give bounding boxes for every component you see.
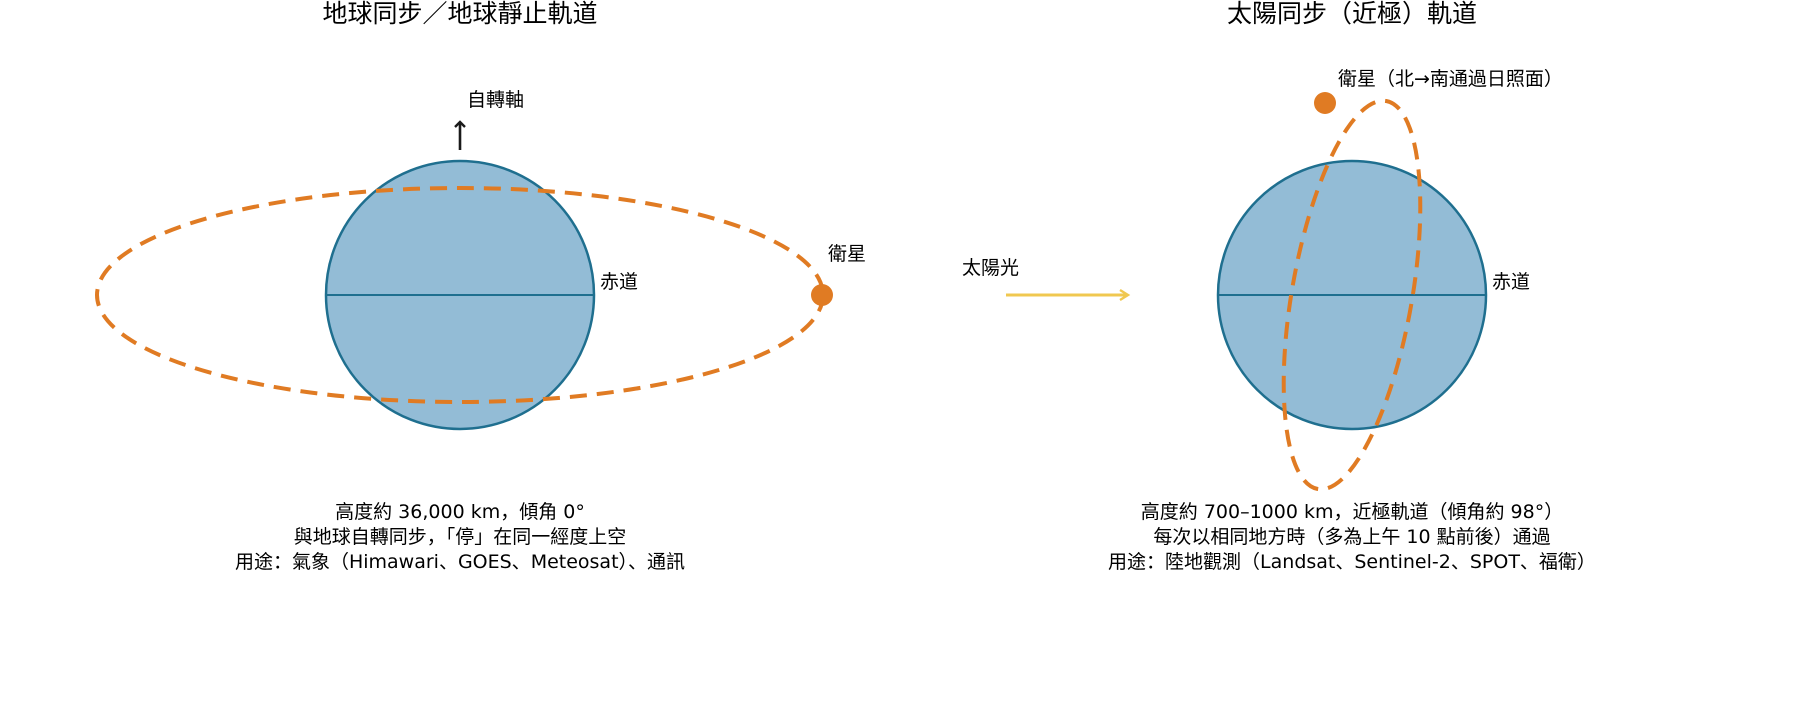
sun-caption-line-2: 每次以相同地方時（多為上午 10 點前後）通過 (1153, 526, 1550, 548)
satellite-dot-icon (1314, 92, 1336, 114)
satellite-dot-icon (811, 284, 833, 306)
geo-title: 地球同步／地球靜止軌道 (322, 0, 597, 28)
geo-axis-label: 自轉軸 (467, 89, 524, 111)
geo-caption-line-2: 與地球自轉同步，「停」在同一經度上空 (294, 526, 627, 548)
sun-title: 太陽同步（近極）軌道 (1227, 0, 1477, 28)
sunlight-indicator: 太陽光 (962, 257, 1128, 295)
sun-satellite-label: 衛星（北→南通過日照面） (1338, 68, 1563, 90)
sun-earth (1216, 159, 1488, 431)
sun-caption-line-3: 用途：陸地觀測（Landsat、Sentinel-2、SPOT、福衛） (1108, 551, 1596, 573)
geo-satellite-label: 衛星 (828, 243, 866, 265)
geo-panel: 地球同步／地球靜止軌道 自轉軸 赤道 衛星 高度約 36,000 km，傾角 0… (95, 0, 866, 573)
sunlight-label: 太陽光 (962, 257, 1019, 279)
geo-equator-label: 赤道 (600, 271, 638, 293)
geo-caption-line-3: 用途：氣象（Himawari、GOES、Meteosat）、通訊 (235, 551, 685, 573)
sun-orbit (1281, 98, 1423, 492)
sun-panel: 太陽同步（近極）軌道 赤道 衛星（北→南通過日照面） 高度約 700–1000 … (1108, 0, 1596, 573)
geo-earth (324, 159, 596, 431)
sun-equator-label: 赤道 (1492, 271, 1530, 293)
sun-caption-line-1: 高度約 700–1000 km，近極軌道（傾角約 98°） (1141, 501, 1563, 523)
geo-caption-line-1: 高度約 36,000 km，傾角 0° (335, 501, 585, 523)
